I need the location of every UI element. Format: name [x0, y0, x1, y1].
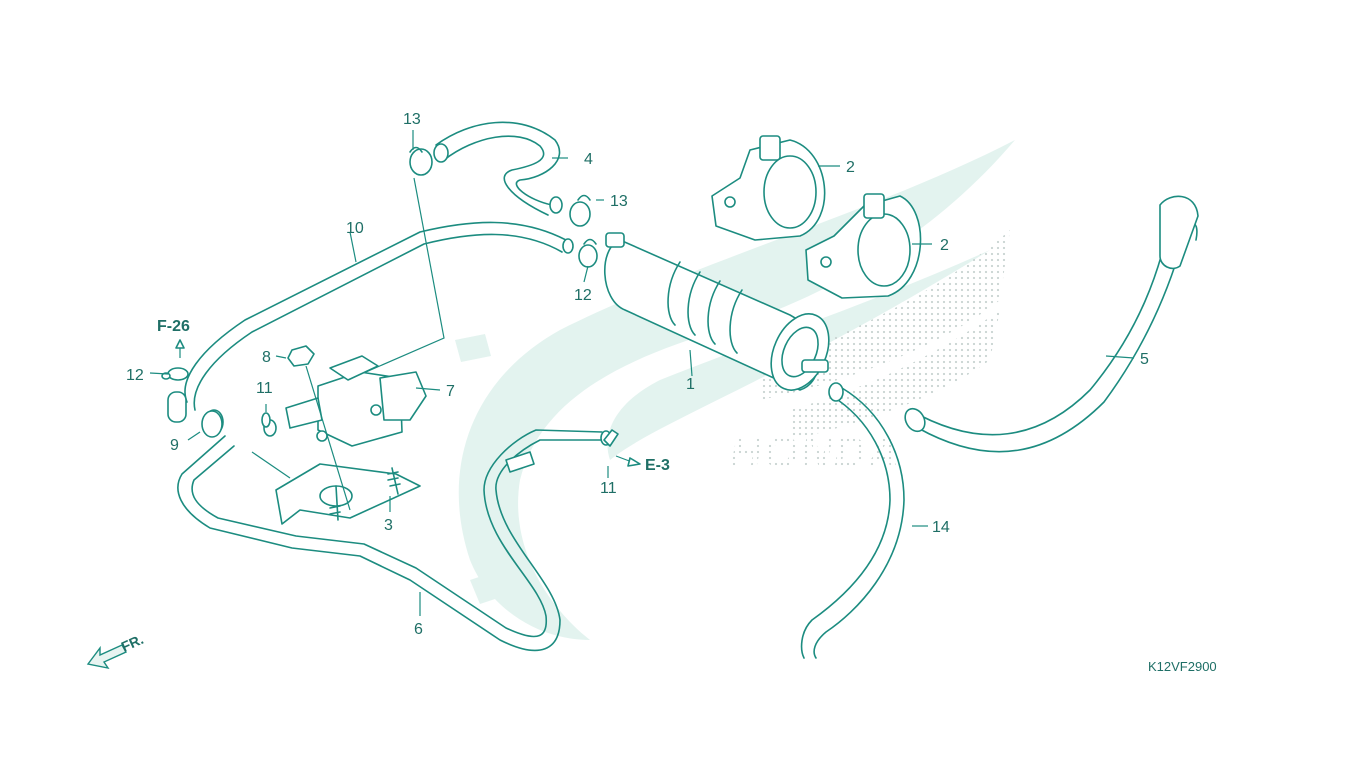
callout-12-left: 12 — [126, 367, 144, 384]
callout-11-right: 11 — [600, 480, 617, 497]
part-1-canister[interactable] — [603, 232, 840, 399]
part-13-clip-lower[interactable] — [569, 194, 591, 227]
part-7-solenoid-valve[interactable] — [285, 355, 427, 447]
part-4-hose[interactable] — [433, 121, 563, 216]
reference-e3[interactable]: E-3 — [645, 457, 670, 474]
part-12-clip-left[interactable] — [161, 367, 189, 381]
callout-6: 6 — [414, 621, 423, 638]
figure-code: K12VF2900 — [1148, 659, 1217, 674]
part-8-bolt[interactable] — [287, 345, 315, 367]
callout-7: 7 — [446, 383, 455, 400]
leader-lines — [149, 130, 1135, 616]
callout-4: 4 — [584, 151, 593, 168]
front-direction-arrow-icon: FR. — [86, 631, 146, 670]
callout-14: 14 — [932, 519, 950, 536]
callout-3: 3 — [384, 517, 393, 534]
part-14-hose[interactable] — [800, 382, 905, 659]
callout-1: 1 — [686, 376, 695, 393]
part-3-bracket[interactable] — [275, 463, 421, 525]
callout-2-lower: 2 — [940, 237, 949, 254]
callout-5: 5 — [1140, 351, 1149, 368]
part-9-grommet[interactable] — [201, 410, 223, 438]
part-11-clip-left[interactable] — [261, 412, 271, 428]
callout-9: 9 — [170, 437, 179, 454]
part-5-hose[interactable] — [901, 195, 1199, 453]
callout-13-upper: 13 — [403, 111, 421, 128]
callout-10: 10 — [346, 220, 364, 237]
part-10-hose[interactable] — [167, 221, 574, 423]
part-11-clip-right[interactable] — [603, 429, 619, 447]
watermark-lettering: HONDA — [730, 428, 901, 477]
part-12-clip-upper[interactable] — [578, 238, 598, 268]
callout-12-right: 12 — [574, 287, 592, 304]
reference-f26[interactable]: F-26 — [157, 318, 190, 335]
part-2-bracket-upper[interactable] — [711, 135, 826, 241]
callout-2-upper: 2 — [846, 159, 855, 176]
callout-8: 8 — [262, 349, 271, 366]
part-6-hose[interactable] — [177, 409, 612, 652]
callout-11-left: 11 — [256, 380, 273, 397]
part-13-clip-upper[interactable] — [409, 146, 433, 176]
part-2-bracket-lower[interactable] — [805, 193, 922, 299]
callout-13-lower: 13 — [610, 193, 628, 210]
front-direction-label: FR. — [119, 631, 146, 655]
